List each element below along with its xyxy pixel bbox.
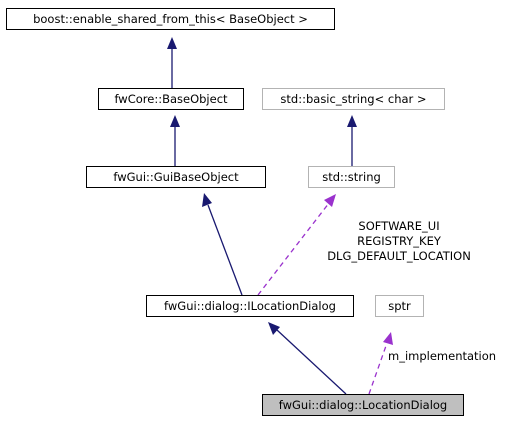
arrowhead-enable-shared — [167, 37, 177, 49]
arrowhead-sptr — [383, 332, 393, 345]
node-gui-base-object[interactable]: fwGui::GuiBaseObject — [86, 166, 266, 188]
node-std-string[interactable]: std::string — [308, 166, 395, 188]
edge-location-to-ilocation — [276, 329, 347, 395]
node-enable-shared-from-this[interactable]: boost::enable_shared_from_this< BaseObje… — [6, 8, 335, 30]
edge-ilocation-uses-string — [257, 202, 330, 296]
node-basic-string[interactable]: std::basic_string< char > — [262, 88, 445, 110]
node-sptr[interactable]: sptr — [375, 295, 424, 317]
edge-label-string-usage: SOFTWARE_UI REGISTRY_KEY DLG_DEFAULT_LOC… — [312, 219, 486, 264]
edge-label-line-1: SOFTWARE_UI — [358, 219, 440, 233]
arrowhead-base-object — [170, 115, 180, 127]
edge-label-line-2: REGISTRY_KEY — [357, 234, 441, 248]
arrowhead-basic-string — [347, 115, 357, 127]
node-location-dialog[interactable]: fwGui::dialog::LocationDialog — [262, 394, 464, 416]
arrowhead-std-string — [324, 194, 336, 207]
node-ilocation-dialog[interactable]: fwGui::dialog::ILocationDialog — [146, 295, 354, 317]
arrowhead-ilocation — [268, 322, 280, 335]
node-base-object[interactable]: fwCore::BaseObject — [98, 88, 244, 110]
edge-label-line-3: DLG_DEFAULT_LOCATION — [327, 249, 471, 263]
arrowhead-gui-base — [202, 193, 212, 207]
edge-ilocation-to-gui — [207, 204, 243, 296]
edge-label-sptr-usage: m_implementation — [388, 349, 497, 363]
edge-location-uses-sptr — [368, 342, 388, 395]
